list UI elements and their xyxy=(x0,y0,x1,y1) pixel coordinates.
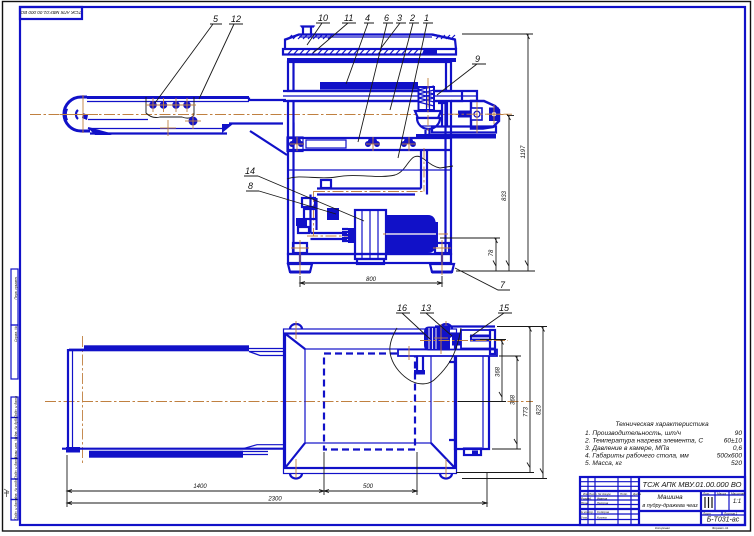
svg-text:Копировал: Копировал xyxy=(655,526,670,530)
svg-text:1400: 1400 xyxy=(193,484,207,490)
svg-text:15: 15 xyxy=(499,303,510,313)
svg-text:773: 773 xyxy=(524,406,530,417)
svg-text:Пров.: Пров. xyxy=(581,501,589,505)
svg-text:Б-Т031-ас: Б-Т031-ас xyxy=(707,517,740,524)
svg-text:Перв. примен.: Перв. примен. xyxy=(14,276,18,299)
svg-text:№ докум.: № докум. xyxy=(598,492,611,496)
svg-text:823: 823 xyxy=(537,404,543,415)
svg-text:60±10: 60±10 xyxy=(724,438,743,445)
svg-text:в пудру-дражева чеаз: в пудру-дражева чеаз xyxy=(642,503,698,509)
svg-text:Подп. и дата: Подп. и дата xyxy=(14,396,18,418)
svg-text:Подп. и дата: Подп. и дата xyxy=(14,498,18,520)
svg-text:90: 90 xyxy=(735,430,743,437)
svg-text:Инв. № подл.: Инв. № подл. xyxy=(14,478,18,500)
svg-text:368: 368 xyxy=(511,394,517,405)
svg-text:Формат А1: Формат А1 xyxy=(712,526,729,530)
svg-text:Лист: Лист xyxy=(702,512,711,516)
svg-text:Утв.: Утв. xyxy=(581,516,588,520)
svg-text:3. Давление в камере, МПа: 3. Давление в камере, МПа xyxy=(585,445,670,452)
svg-text:Козлов: Козлов xyxy=(597,516,607,520)
svg-text:Изм: Изм xyxy=(583,492,589,496)
svg-text:13: 13 xyxy=(421,303,431,313)
svg-text:Инв. № дубл.: Инв. № дубл. xyxy=(14,416,18,438)
svg-text:4. Габариты рабочего стола, мм: 4. Габариты рабочего стола, мм xyxy=(585,452,689,460)
svg-text:0,6: 0,6 xyxy=(733,445,742,452)
svg-text:16: 16 xyxy=(397,303,407,313)
svg-text:500: 500 xyxy=(363,484,374,490)
svg-text:833: 833 xyxy=(502,190,508,201)
svg-text:500х600: 500х600 xyxy=(717,453,743,460)
svg-text:Техническая характеристика: Техническая характеристика xyxy=(615,421,709,428)
svg-text:1: 1 xyxy=(424,13,429,23)
svg-text:5: 5 xyxy=(213,14,219,24)
svg-text:Н.контр.: Н.контр. xyxy=(581,510,594,514)
svg-text:2: 2 xyxy=(409,13,415,23)
svg-text:Подп. и дата: Подп. и дата xyxy=(14,457,18,479)
svg-text:Взам. инв. №: Взам. инв. № xyxy=(14,437,18,459)
svg-text:1197: 1197 xyxy=(521,145,527,159)
svg-text:5. Масса, кг: 5. Масса, кг xyxy=(585,460,623,467)
svg-text:800: 800 xyxy=(366,277,377,283)
svg-text:ТСЖ АПК МВУ.01.00.000 ВО: ТСЖ АПК МВУ.01.00.000 ВО xyxy=(643,480,742,489)
svg-text:4: 4 xyxy=(365,13,370,23)
svg-text:14: 14 xyxy=(245,166,255,176)
svg-text:78: 78 xyxy=(489,249,495,256)
svg-text:520: 520 xyxy=(731,460,742,467)
svg-text:Листов 1: Листов 1 xyxy=(723,512,738,516)
svg-text:Масштаб: Масштаб xyxy=(731,491,745,495)
svg-text:3: 3 xyxy=(397,13,402,23)
svg-text:1:1: 1:1 xyxy=(733,499,741,505)
svg-text:1. Производительность, шт/ч: 1. Производительность, шт/ч xyxy=(585,429,682,437)
svg-text:2. Температура нагрева элемент: 2. Температура нагрева элемента, С xyxy=(584,438,703,445)
svg-text:12: 12 xyxy=(231,14,241,24)
svg-text:ТСЖ АПК МВУ.01.00.000 ВО: ТСЖ АПК МВУ.01.00.000 ВО xyxy=(20,10,81,15)
svg-text:2300: 2300 xyxy=(267,497,282,503)
svg-text:11: 11 xyxy=(344,13,353,23)
svg-text:10: 10 xyxy=(318,13,328,23)
svg-text:8: 8 xyxy=(248,181,253,191)
svg-text:Дата: Дата xyxy=(632,492,641,496)
svg-text:Петров: Петров xyxy=(597,501,609,505)
svg-text:6: 6 xyxy=(384,13,389,23)
svg-text:Справ. №: Справ. № xyxy=(14,326,18,342)
svg-text:7: 7 xyxy=(500,280,506,290)
svg-text:Лист: Лист xyxy=(588,492,597,496)
svg-text:368: 368 xyxy=(496,366,502,377)
svg-text:Масса: Масса xyxy=(717,491,726,495)
svg-text:9: 9 xyxy=(475,54,480,64)
svg-text:Подп.: Подп. xyxy=(620,492,628,496)
svg-text:Иванов: Иванов xyxy=(597,497,608,501)
svg-text:Машина: Машина xyxy=(657,494,683,501)
svg-text:Лит.: Лит. xyxy=(702,491,710,495)
svg-text:Сидоров: Сидоров xyxy=(597,510,609,514)
svg-text:Разраб.: Разраб. xyxy=(581,497,592,501)
